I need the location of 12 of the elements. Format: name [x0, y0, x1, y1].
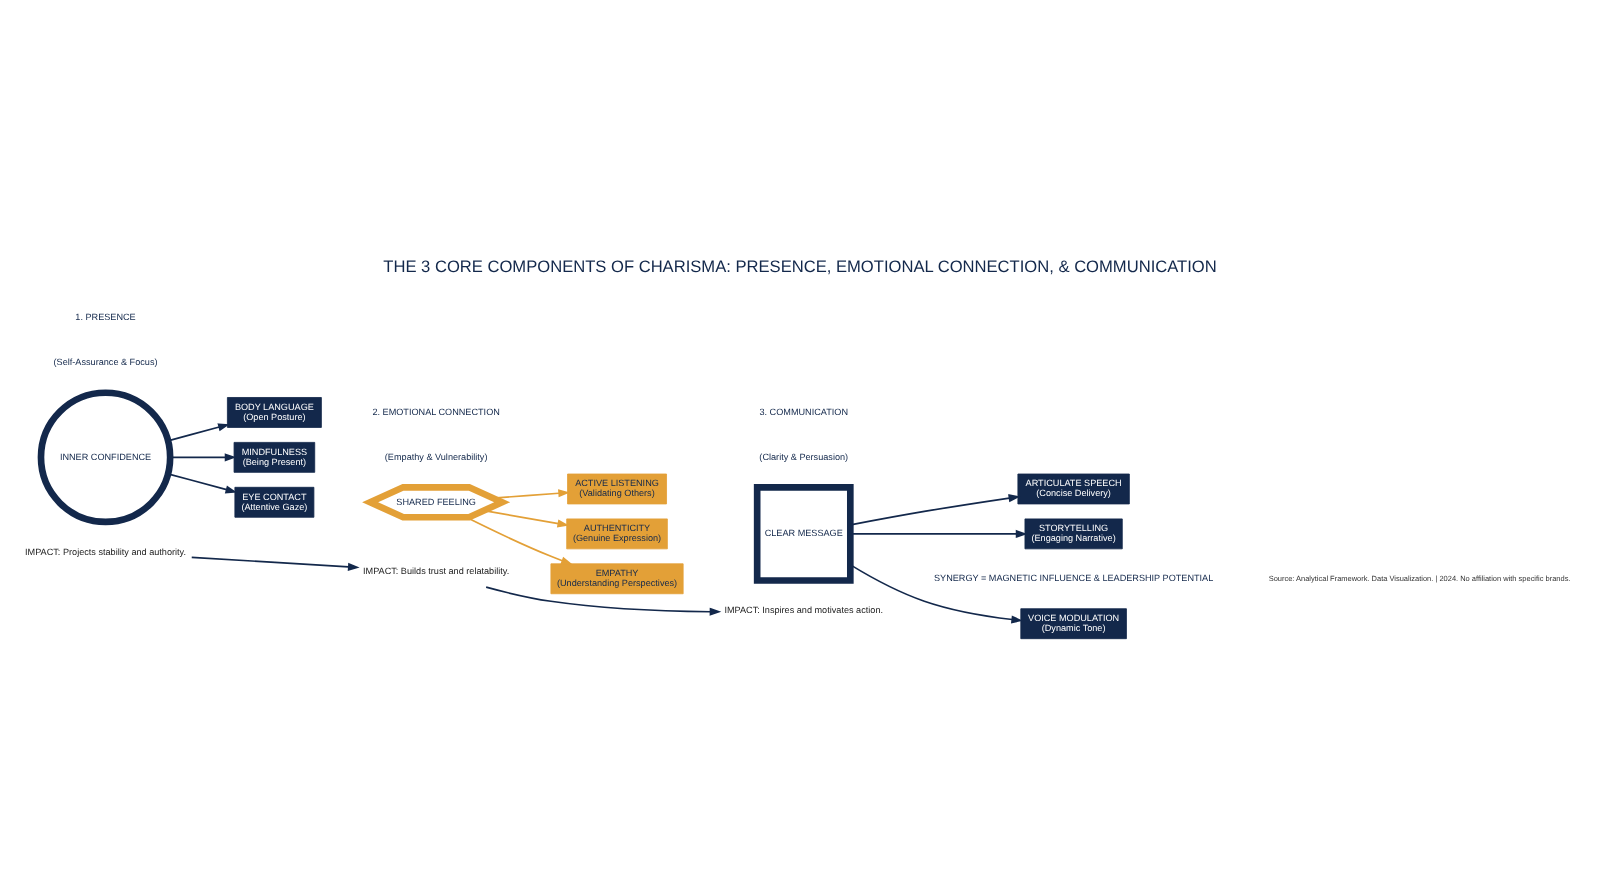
arrow — [167, 473, 238, 494]
diagram-title: THE 3 CORE COMPONENTS OF CHARISMA: PRESENCE, EMOTIONAL CONNECTION, & COMMUNICATION — [383, 255, 1217, 276]
arrow — [492, 489, 570, 499]
arrow — [465, 516, 573, 565]
arrow — [483, 509, 570, 528]
arrow — [849, 564, 1023, 624]
arrow — [167, 423, 230, 442]
arrow — [169, 453, 237, 462]
arrow — [190, 556, 360, 571]
arrow — [485, 586, 722, 616]
arrow — [849, 494, 1021, 526]
arrow — [849, 529, 1028, 538]
